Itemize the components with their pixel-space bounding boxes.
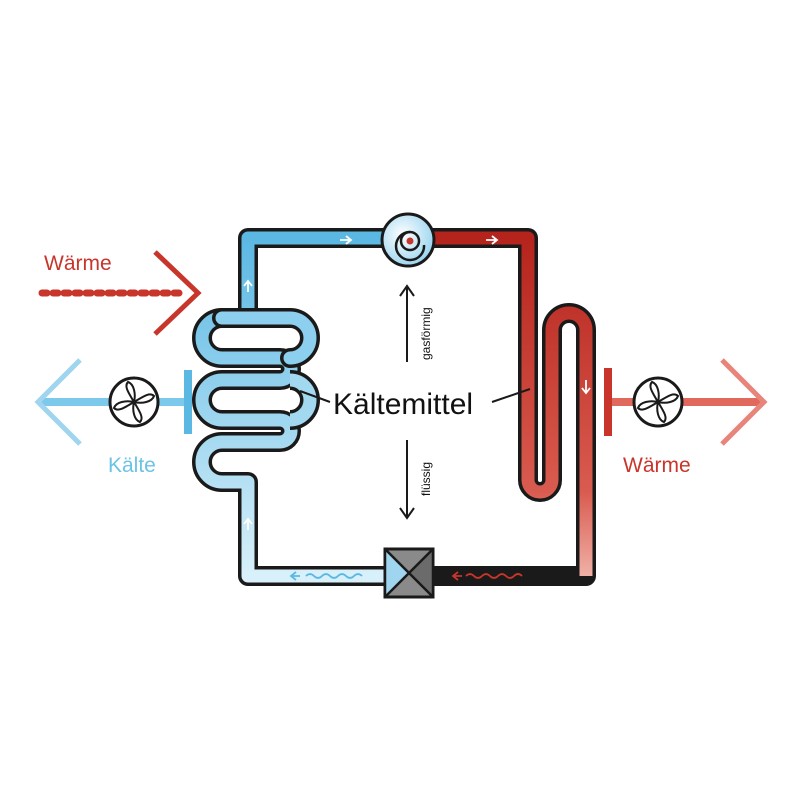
gaseous-label: gasförmig bbox=[419, 307, 433, 360]
liquid-label: flüssig bbox=[419, 462, 433, 496]
gaseous-arrow bbox=[399, 284, 415, 362]
fan-icon bbox=[108, 376, 160, 428]
liquid-arrow bbox=[399, 440, 415, 520]
expansion-valve-icon bbox=[383, 547, 435, 599]
heat-in-arrow bbox=[38, 250, 202, 336]
cold-out-label: Kälte bbox=[108, 454, 156, 477]
evaporator-pipe bbox=[192, 228, 396, 586]
heat-out-label: Wärme bbox=[623, 454, 691, 477]
refrigerant-leader-right bbox=[491, 388, 531, 403]
refrigerant-label: Kältemittel bbox=[333, 388, 473, 421]
refrigerant-leader-left bbox=[299, 390, 331, 403]
heat-out-arrow bbox=[604, 358, 768, 446]
flow-markers bbox=[243, 235, 591, 581]
evaporator-coil bbox=[212, 308, 320, 430]
heat-in-label: Wärme bbox=[44, 252, 112, 275]
compressor-icon bbox=[380, 212, 436, 268]
fan-icon bbox=[632, 376, 684, 428]
